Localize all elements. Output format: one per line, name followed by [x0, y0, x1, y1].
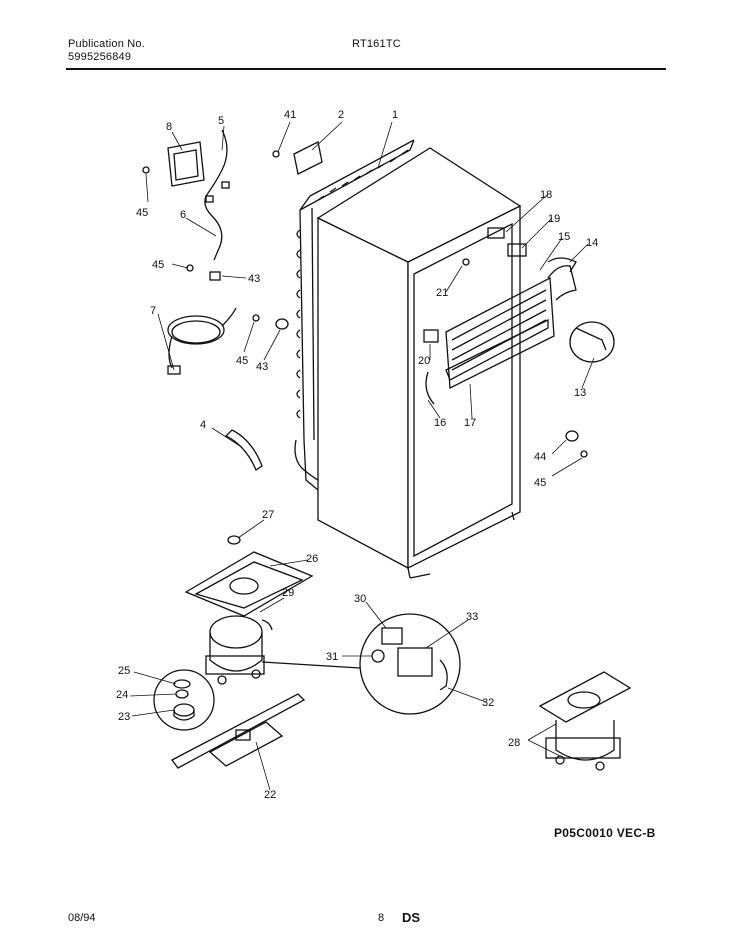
screw-45d: [580, 450, 588, 458]
callout-25: 25: [118, 665, 130, 677]
callout-45-a: 45: [136, 207, 148, 219]
callout-5: 5: [218, 115, 224, 127]
callout-7: 7: [150, 305, 156, 317]
bracket-19: [507, 243, 527, 257]
screw-41: [272, 150, 280, 158]
callout-22: 22: [264, 789, 276, 801]
callout-16: 16: [434, 417, 446, 429]
compressor-29: [205, 615, 361, 685]
callout-14: 14: [586, 237, 598, 249]
grommet-27: [227, 535, 241, 545]
callout-2: 2: [338, 109, 344, 121]
callout-32: 32: [482, 697, 494, 709]
callout-26: 26: [306, 553, 318, 565]
callout-43-a: 43: [248, 273, 260, 285]
diagram-code: P05C0010 VEC-B: [554, 826, 656, 840]
callout-45-b: 45: [152, 259, 164, 271]
wire-16: [425, 371, 435, 405]
publication-number: 5995256849: [68, 51, 132, 63]
callout-1: 1: [392, 109, 398, 121]
callout-44: 44: [534, 451, 546, 463]
callout-17: 17: [464, 417, 476, 429]
refrigerator-cabinet: [316, 147, 522, 579]
footer-page-number: 8: [378, 912, 385, 924]
callout-6: 6: [180, 209, 186, 221]
callout-19: 19: [548, 213, 560, 225]
callout-13: 13: [574, 387, 586, 399]
screw-45c: [252, 314, 260, 322]
panel-8: [167, 141, 205, 187]
callout-28: 28: [508, 737, 520, 749]
screw-45a: [142, 166, 150, 174]
footer-date: 08/94: [68, 912, 96, 924]
bracket-18: [487, 227, 505, 239]
callout-43-b: 43: [256, 361, 268, 373]
callout-20: 20: [418, 355, 430, 367]
drain-tube-4: [224, 429, 263, 471]
callout-24: 24: [116, 689, 128, 701]
base-rail-22: [171, 693, 306, 769]
leader-lines: [129, 121, 595, 791]
clip-43a: [209, 271, 221, 281]
callout-labels: 1 2 41 5 8 6 45 45 43 7 45 43 4 27 26 29…: [116, 109, 598, 801]
callout-21: 21: [436, 287, 448, 299]
relay-detail: [359, 613, 461, 715]
callout-27: 27: [262, 509, 274, 521]
wire-harness-6: [204, 129, 228, 261]
callout-8: 8: [166, 121, 172, 133]
publication-label: Publication No.: [68, 38, 145, 50]
terminal-13: [569, 321, 615, 363]
callout-33: 33: [466, 611, 478, 623]
callout-23: 23: [118, 711, 130, 723]
callout-31: 31: [326, 651, 338, 663]
screw-21: [462, 258, 470, 266]
grommet-stack: [153, 669, 215, 731]
header-rule: [66, 68, 666, 70]
callout-4: 4: [200, 419, 206, 431]
heater-14: [547, 257, 577, 273]
callout-41: 41: [284, 109, 296, 121]
power-cord-7: [167, 307, 237, 375]
callout-29: 29: [282, 587, 294, 599]
model-number: RT161TC: [352, 38, 401, 50]
drain-pan-26: [184, 551, 314, 617]
condenser-coil: [294, 139, 415, 491]
footer-section: DS: [402, 910, 421, 925]
thermostat-20: [423, 329, 439, 343]
compressor-assembly-28: [538, 671, 632, 771]
callout-45-c: 45: [236, 355, 248, 367]
callout-45-d: 45: [534, 477, 546, 489]
callout-30: 30: [354, 593, 366, 605]
clip-44: [565, 430, 579, 442]
callout-15: 15: [558, 231, 570, 243]
callout-18: 18: [540, 189, 552, 201]
clip-43b: [275, 318, 289, 330]
bracket-2: [293, 141, 323, 175]
evaporator-15: [445, 265, 577, 390]
